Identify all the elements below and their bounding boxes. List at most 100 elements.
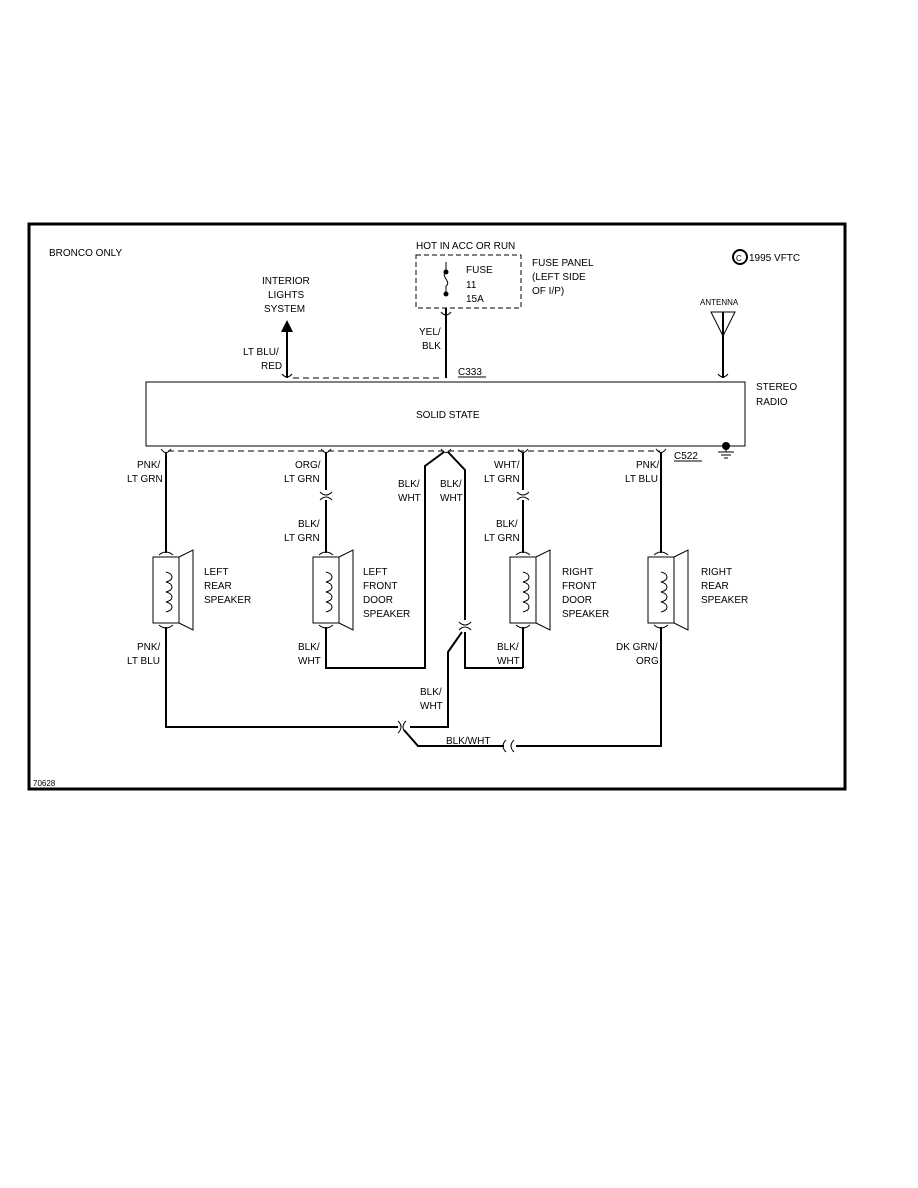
copyright-circle xyxy=(732,249,748,265)
wire-label-gnd-right-1: BLK/ xyxy=(440,479,462,490)
frame-label: BRONCO ONLY xyxy=(49,248,122,259)
pin-lf xyxy=(320,448,332,453)
figure-id: 70628 xyxy=(33,779,56,788)
fuse-terminal-top xyxy=(443,269,449,275)
speaker-cone xyxy=(535,549,551,631)
pin-lr xyxy=(160,448,172,453)
wire-label-rf-mid-2: LT GRN xyxy=(484,533,520,544)
wire-label-rf-top-2: LT GRN xyxy=(484,474,520,485)
splice-to-rf xyxy=(464,632,523,669)
fuse-label: FUSE xyxy=(466,265,493,276)
speaker-rf-line1: RIGHT xyxy=(562,567,593,578)
wire-label-rf-bot-2: WHT xyxy=(497,656,520,667)
speaker-rr-line1: RIGHT xyxy=(701,567,732,578)
speaker-icon xyxy=(509,549,551,631)
wire-label-gnd-left-2: WHT xyxy=(398,493,421,504)
interior-lights-block: INTERIOR LIGHTS SYSTEM LT BLU/ RED xyxy=(243,276,310,378)
gnd-pin xyxy=(440,448,452,453)
speaker-rf-line3: DOOR xyxy=(562,595,592,606)
speaker-icon xyxy=(647,549,689,631)
interior-lights-line3: SYSTEM xyxy=(264,304,305,315)
speaker-lf-line4: SPEAKER xyxy=(363,609,410,620)
bottom-inline-connector xyxy=(502,739,515,753)
wire-label-rf-mid-1: BLK/ xyxy=(496,519,518,530)
wire-label-lf-mid-1: BLK/ xyxy=(298,519,320,530)
interior-lights-pin xyxy=(281,373,293,378)
wire-label-interior-2: RED xyxy=(261,361,282,372)
fuse-element xyxy=(443,262,449,296)
wire-label-interior-1: LT BLU/ xyxy=(243,347,279,358)
wire-label-rr-bot-1: DK GRN/ xyxy=(616,642,658,653)
fuse-block: HOT IN ACC OR RUN FUSE 11 15A FUSE PANEL… xyxy=(415,241,594,309)
wire-label-lf-bot-1: BLK/ xyxy=(298,642,320,653)
lr-wire-bottom xyxy=(165,627,398,728)
speaker-pin-top xyxy=(318,551,334,556)
lf-inline-connector xyxy=(319,491,333,501)
speaker-cone xyxy=(673,549,689,631)
copyright-text: 1995 VFTC xyxy=(749,253,800,264)
wire-label-rr-bot-2: ORG xyxy=(636,656,659,667)
speaker-magnet xyxy=(647,556,675,624)
wire-label-lr-bot-1: PNK/ xyxy=(137,642,161,653)
connector-c333: C333 xyxy=(458,367,482,378)
speaker-magnet xyxy=(152,556,180,624)
fuse-panel-line2: (LEFT SIDE xyxy=(532,272,586,283)
splice-down-wire xyxy=(410,631,463,728)
wire-label-gnd-left-1: BLK/ xyxy=(398,479,420,490)
right-rear-channel: PNK/ LT BLU RIGHT REAR SPEAKER DK GRN/ O… xyxy=(516,452,748,747)
fuse-box xyxy=(415,254,522,309)
speaker-lf-line3: DOOR xyxy=(363,595,393,606)
arrow-up-icon xyxy=(281,320,293,332)
wire-label-rr-top-2: LT BLU xyxy=(625,474,658,485)
speaker-coil xyxy=(165,571,173,613)
wire-label-lf-mid-2: LT GRN xyxy=(284,533,320,544)
ground-icon xyxy=(718,446,734,459)
speaker-rf-line4: SPEAKER xyxy=(562,609,609,620)
fuse-panel-line3: OF I/P) xyxy=(532,286,564,297)
speaker-rr-line2: REAR xyxy=(701,581,729,592)
fuse-feed-pin xyxy=(440,311,452,316)
speaker-cone xyxy=(178,549,194,631)
wire-label-fuse-1: YEL/ xyxy=(419,327,441,338)
interior-lights-line1: INTERIOR xyxy=(262,276,310,287)
lf-wire-bottom xyxy=(325,451,445,669)
interior-lights-line2: LIGHTS xyxy=(268,290,304,301)
wire-label-splice-2: WHT xyxy=(420,701,443,712)
wire-label-bottom-run: BLK/WHT xyxy=(446,736,490,747)
speaker-rr-line3: SPEAKER xyxy=(701,595,748,606)
speaker-lr-line1: LEFT xyxy=(204,567,228,578)
speaker-magnet xyxy=(509,556,537,624)
speaker-icon xyxy=(312,549,354,631)
rr-wire-bottom xyxy=(516,627,662,747)
fuse-terminal-bottom xyxy=(443,291,449,297)
wire-label-gnd-right-2: WHT xyxy=(440,493,463,504)
fuse-panel-line1: FUSE PANEL xyxy=(532,258,594,269)
speaker-pin-top xyxy=(653,551,669,556)
speaker-lf-line2: FRONT xyxy=(363,581,397,592)
antenna-label: ANTENNA xyxy=(700,298,739,307)
wire-label-lr-top-1: PNK/ xyxy=(137,460,161,471)
fuse-number: 11 xyxy=(466,280,477,291)
wire-label-fuse-2: BLK xyxy=(422,341,441,352)
radio-body-text: SOLID STATE xyxy=(416,410,480,421)
stereo-radio-box xyxy=(145,381,746,447)
speaker-icon xyxy=(152,549,194,631)
wire-label-lr-top-2: LT GRN xyxy=(127,474,163,485)
wire-label-lr-bot-2: LT BLU xyxy=(127,656,160,667)
copyright-symbol: C xyxy=(736,254,742,263)
wire-label-lf-top-1: ORG/ xyxy=(295,460,321,471)
speaker-coil xyxy=(325,571,333,613)
speaker-lr-line2: REAR xyxy=(204,581,232,592)
speaker-lr-line3: SPEAKER xyxy=(204,595,251,606)
wire-label-rf-bot-1: BLK/ xyxy=(497,642,519,653)
speaker-pin-top xyxy=(515,551,531,556)
gnd-right-wire xyxy=(447,451,466,620)
speaker-pin-top xyxy=(158,551,174,556)
wire-label-rf-top-1: WHT/ xyxy=(494,460,520,471)
fuse-rating: 15A xyxy=(466,294,484,305)
wire-label-lf-top-2: LT GRN xyxy=(284,474,320,485)
splice-connector xyxy=(458,621,472,631)
right-front-channel: WHT/ LT GRN BLK/ LT GRN RIGHT FRONT DOOR… xyxy=(484,452,609,668)
wire-label-lf-bot-2: WHT xyxy=(298,656,321,667)
